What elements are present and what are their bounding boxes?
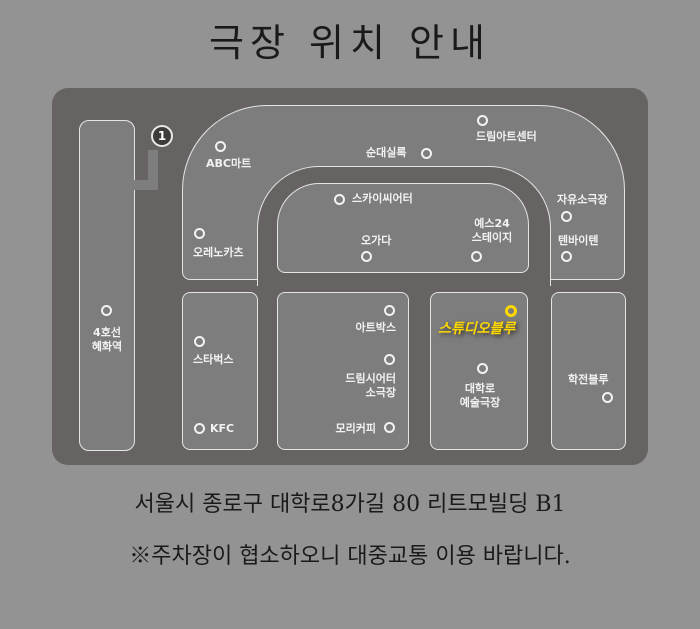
- studioblue-label: 스튜디오블루: [438, 321, 516, 337]
- dreamtheater-label: 드림시어터 소극장: [345, 372, 396, 399]
- exit-1-badge: 1: [151, 125, 173, 147]
- abc-label: ABC마트: [206, 157, 252, 170]
- address-text: 서울시 종로구 대학로8가길 80 리트모빌딩 B1: [134, 492, 566, 517]
- ogada-marker: [361, 251, 372, 262]
- orenokatsu-marker: [194, 228, 205, 239]
- skytheater-label: 스카이씨어터: [352, 192, 413, 205]
- yes24-label: 예스24 스테이지: [471, 217, 513, 244]
- artbox-marker: [384, 305, 395, 316]
- parking-notice: ※주차장이 협소하오니 대중교통 이용 바랍니다.: [129, 544, 571, 569]
- mori-marker: [384, 422, 395, 433]
- dreamart-label: 드림아트센터: [476, 130, 537, 143]
- jayu-label: 자유소극장: [557, 193, 608, 206]
- mori-label: 모리커피: [335, 422, 376, 435]
- exit-path: [134, 180, 158, 190]
- starbucks-marker: [194, 336, 205, 347]
- orenokatsu-label: 오레노카츠: [193, 246, 244, 259]
- ogada-label: 오가다: [361, 234, 392, 247]
- daehakro-label: 대학로 예술극장: [459, 382, 501, 409]
- abc-marker: [215, 141, 226, 152]
- studioblue-marker: [505, 305, 517, 317]
- page-title: 극장 위치 안내: [209, 21, 491, 65]
- hakjeon-marker: [602, 392, 613, 403]
- kfc-label: KFC: [210, 422, 235, 435]
- skytheater-marker: [334, 194, 345, 205]
- inner-arch-block: [277, 183, 529, 273]
- arch-road: [258, 273, 550, 285]
- kfc-marker: [194, 423, 205, 434]
- subway-station-block: [79, 120, 135, 451]
- daehakro-marker: [477, 363, 488, 374]
- dreamtheater-marker: [384, 354, 395, 365]
- block-d: [551, 292, 626, 450]
- tenbyten-marker: [561, 251, 572, 262]
- tenbyten-label: 텐바이텐: [558, 234, 599, 247]
- starbucks-label: 스타벅스: [193, 353, 234, 366]
- station-label: 4호선 혜화역: [91, 326, 123, 353]
- dreamart-marker: [477, 115, 488, 126]
- yes24-marker: [471, 251, 482, 262]
- hakjeon-label: 학전블루: [568, 373, 609, 386]
- station-marker: [101, 305, 112, 316]
- exit-path: [148, 150, 158, 190]
- sundae-label: 순대실록: [366, 146, 407, 159]
- sundae-marker: [421, 148, 432, 159]
- jayu-marker: [561, 211, 572, 222]
- artbox-label: 아트박스: [355, 321, 396, 334]
